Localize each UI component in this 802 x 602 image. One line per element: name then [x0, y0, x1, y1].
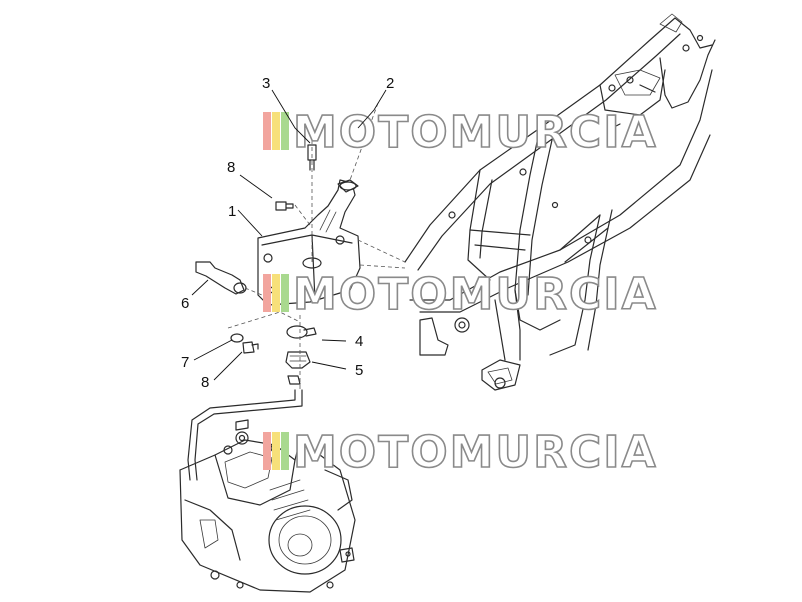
- small-parts: [195, 144, 317, 385]
- watermark-top: MOTOMURCIA: [263, 106, 658, 159]
- watermark-text: MOTOMURCIA: [293, 427, 658, 478]
- callout-3: 3: [262, 75, 270, 92]
- watermark-text: MOTOMURCIA: [293, 107, 658, 158]
- watermark-text: MOTOMURCIA: [293, 269, 658, 320]
- callout-6: 6: [181, 295, 189, 312]
- watermark-middle: MOTOMURCIA: [263, 268, 658, 321]
- callout-2: 2: [386, 75, 394, 92]
- assembly-lines: [227, 102, 406, 390]
- frame-chassis: [404, 13, 716, 391]
- watermark-bottom: MOTOMURCIA: [263, 426, 658, 479]
- engine-block: [179, 389, 356, 593]
- callout-7: 7: [181, 354, 189, 371]
- callout-8-upper: 8: [227, 159, 235, 176]
- callout-8-lower: 8: [201, 374, 209, 391]
- leader-lines: [191, 89, 387, 381]
- callout-1: 1: [228, 203, 236, 220]
- callout-5: 5: [355, 362, 363, 379]
- callout-4: 4: [355, 333, 363, 350]
